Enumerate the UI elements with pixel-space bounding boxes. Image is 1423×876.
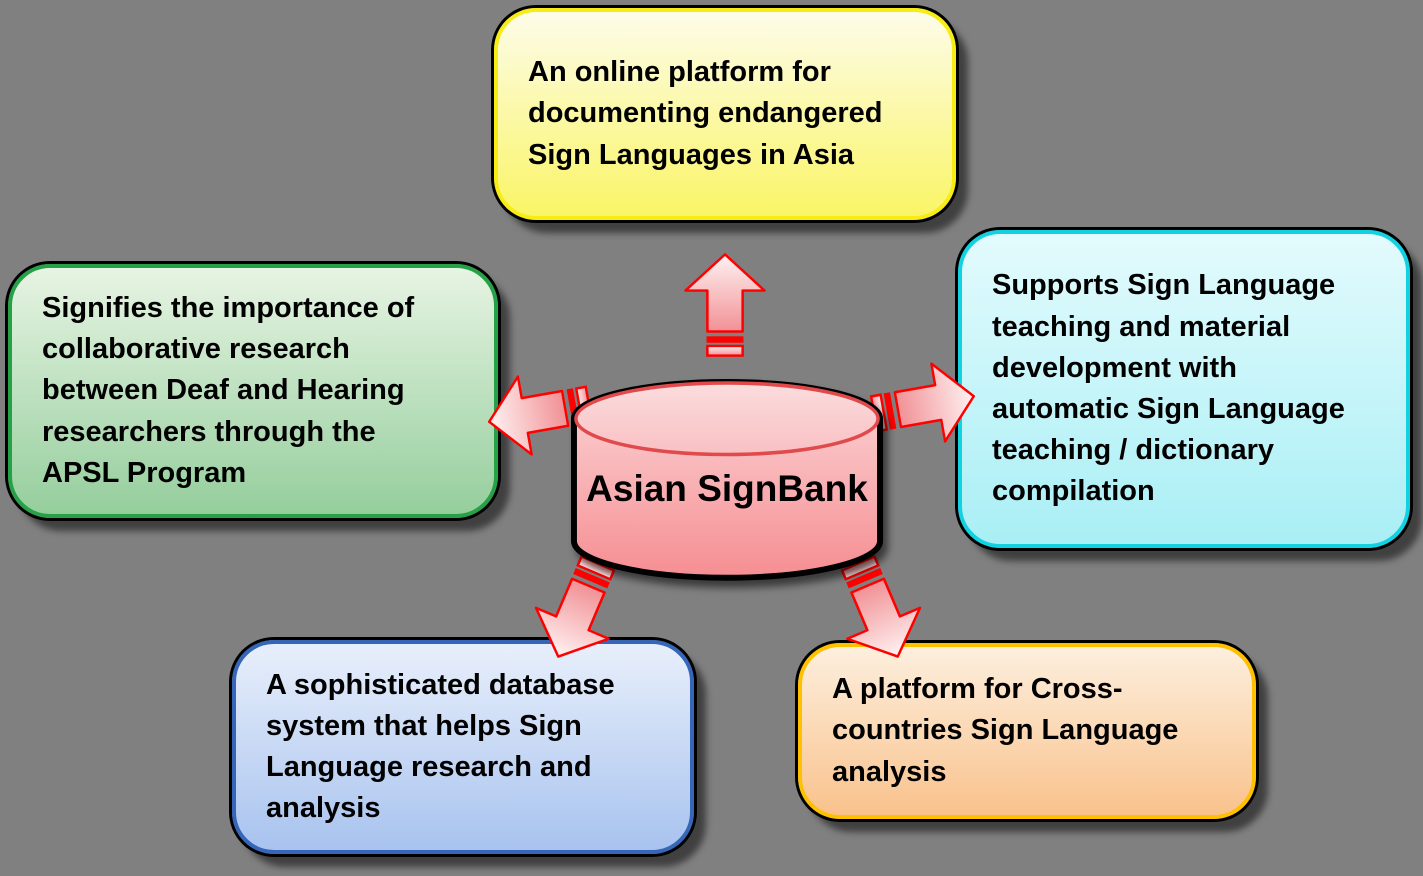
box-teaching-support-text: Supports Sign Language teaching and mate… bbox=[992, 269, 1345, 508]
arrow-down-right-icon bbox=[819, 545, 938, 675]
asian-signbank-label: Asian SignBank bbox=[586, 468, 868, 509]
arrow-up-icon bbox=[683, 252, 767, 358]
box-database-system-text: A sophisticated database system that hel… bbox=[266, 668, 615, 825]
box-collaborative-research: Signifies the importance of collaborativ… bbox=[8, 264, 498, 518]
arrow-down-left-icon bbox=[519, 545, 638, 675]
box-collaborative-research-text: Signifies the importance of collaborativ… bbox=[42, 292, 415, 489]
box-teaching-support: Supports Sign Language teaching and mate… bbox=[958, 230, 1410, 548]
box-cross-countries: A platform for Cross- countries Sign Lan… bbox=[798, 643, 1256, 819]
box-online-platform-text: An online platform for documenting endan… bbox=[528, 56, 883, 171]
database-cylinder-icon bbox=[568, 376, 886, 590]
box-online-platform: An online platform for documenting endan… bbox=[494, 8, 956, 220]
box-database-system: A sophisticated database system that hel… bbox=[232, 640, 694, 854]
box-cross-countries-text: A platform for Cross- countries Sign Lan… bbox=[832, 673, 1179, 788]
asian-signbank-cylinder: Asian SignBank bbox=[568, 376, 886, 582]
